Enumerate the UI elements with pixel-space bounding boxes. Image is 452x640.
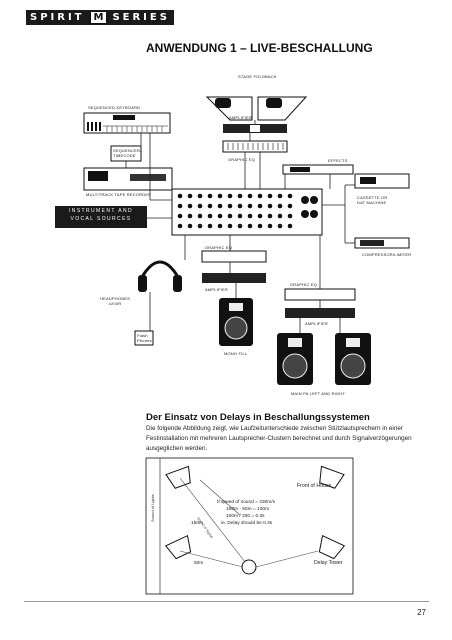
- effects-box: [282, 164, 354, 175]
- amplifier-right-box: [285, 308, 355, 318]
- label-mono-fill: MONO FILL: [224, 351, 248, 356]
- flash-phones-box: [134, 330, 154, 346]
- main-pa-left-speaker: [277, 333, 313, 385]
- delay-speaker-right: [318, 534, 346, 560]
- foh-speaker-left: [165, 465, 191, 489]
- instrument-line2: VOCAL SOURCES: [70, 215, 132, 222]
- headphones-graphic: [138, 260, 182, 292]
- label-50m: 50m: [194, 561, 204, 566]
- brand-right: SERIES: [112, 12, 170, 23]
- delay-speaker-left: [164, 534, 192, 560]
- label-headphones: HEADPHONES ≥200R: [100, 296, 131, 306]
- section-paragraph: Die folgende Abbildung zeigt, wie Laufze…: [146, 425, 412, 452]
- signal-cables: [125, 120, 355, 333]
- listener-head: [241, 559, 257, 575]
- label-delay-tower: Delay Tower: [314, 560, 343, 566]
- main-pa-right-speaker: [335, 333, 371, 385]
- graphic-eq-top-box: [222, 140, 288, 153]
- keyboard-box: [83, 112, 171, 134]
- label-graphic-eq-mid: GRAPHIC EQ: [205, 245, 233, 250]
- mixer-box: [171, 188, 323, 236]
- page-title: ANWENDUNG 1 – LIVE-BESCHALLUNG: [146, 41, 373, 55]
- label-sequencer-timecode: SEQUENCER/ TIMECODE: [113, 148, 142, 158]
- label-stage-foldback: STAGE FOLDBACK: [238, 74, 277, 79]
- section-title: Der Einsatz von Delays in Beschallungssy…: [146, 412, 370, 423]
- label-main-pa: MAIN PA LEFT AND RIGHT: [291, 391, 346, 396]
- amplifier-left-box: [202, 273, 266, 283]
- label-amplifier-top: AMPLIFIER: [229, 115, 252, 120]
- label-sequenced-keyboard: SEQUENCED KEYBOARD: [88, 105, 141, 110]
- label-multitrack: MULTITRACK TAPE RECORDER: [86, 192, 152, 197]
- live-sound-diagram: [83, 96, 410, 385]
- graphic-eq-mid-box: [201, 250, 267, 263]
- foldback-wedge-left: [205, 96, 253, 121]
- label-amplifier-left: AMPLIFIER: [205, 287, 228, 292]
- label-front-of-house: Front of House: [297, 483, 332, 489]
- label-150m: 150m: [191, 521, 203, 526]
- label-cassette: CASSETTE OR DAT MACHINE: [357, 195, 388, 205]
- brand-logo: SPIRIT M SERIES: [26, 10, 174, 25]
- speed-line-1: If speed of sound = 330m/s: [217, 500, 276, 505]
- label-graphic-eq-top: GRAPHIC EQ: [228, 157, 256, 162]
- speed-line-4: ie. Delay should be 0.3s: [221, 521, 273, 526]
- foldback-wedge-right: [257, 96, 308, 121]
- brand-left: SPIRIT: [30, 12, 85, 23]
- footer-divider: [24, 601, 429, 602]
- mono-fill-speaker: [219, 298, 253, 346]
- foh-speaker-right: [319, 465, 345, 489]
- label-flash-phones: Flash Phones: [137, 333, 152, 343]
- page-number: 27: [417, 608, 426, 617]
- side-label: Sound of Lights: [150, 494, 155, 522]
- label-compressor: COMPRESSOR/LIMITER: [362, 252, 412, 257]
- speed-line-3: 100m / 330 = 0.3s: [226, 514, 265, 519]
- label-graphic-eq-right: GRAPHIC EQ: [290, 282, 318, 287]
- delay-diagram: Sound of Lights Sound of Signal: [145, 457, 354, 595]
- brand-middle: M: [89, 11, 108, 24]
- instrument-vocal-sources-box: INSTRUMENT AND VOCAL SOURCES: [55, 206, 147, 228]
- instrument-line1: INSTRUMENT AND: [69, 208, 133, 214]
- label-amplifier-right: AMPLIFIER: [305, 321, 328, 326]
- delay-paths: [179, 477, 319, 568]
- label-effects: EFFECTS: [328, 158, 348, 163]
- speed-line-2: 150m - 50m = 100m: [226, 507, 270, 512]
